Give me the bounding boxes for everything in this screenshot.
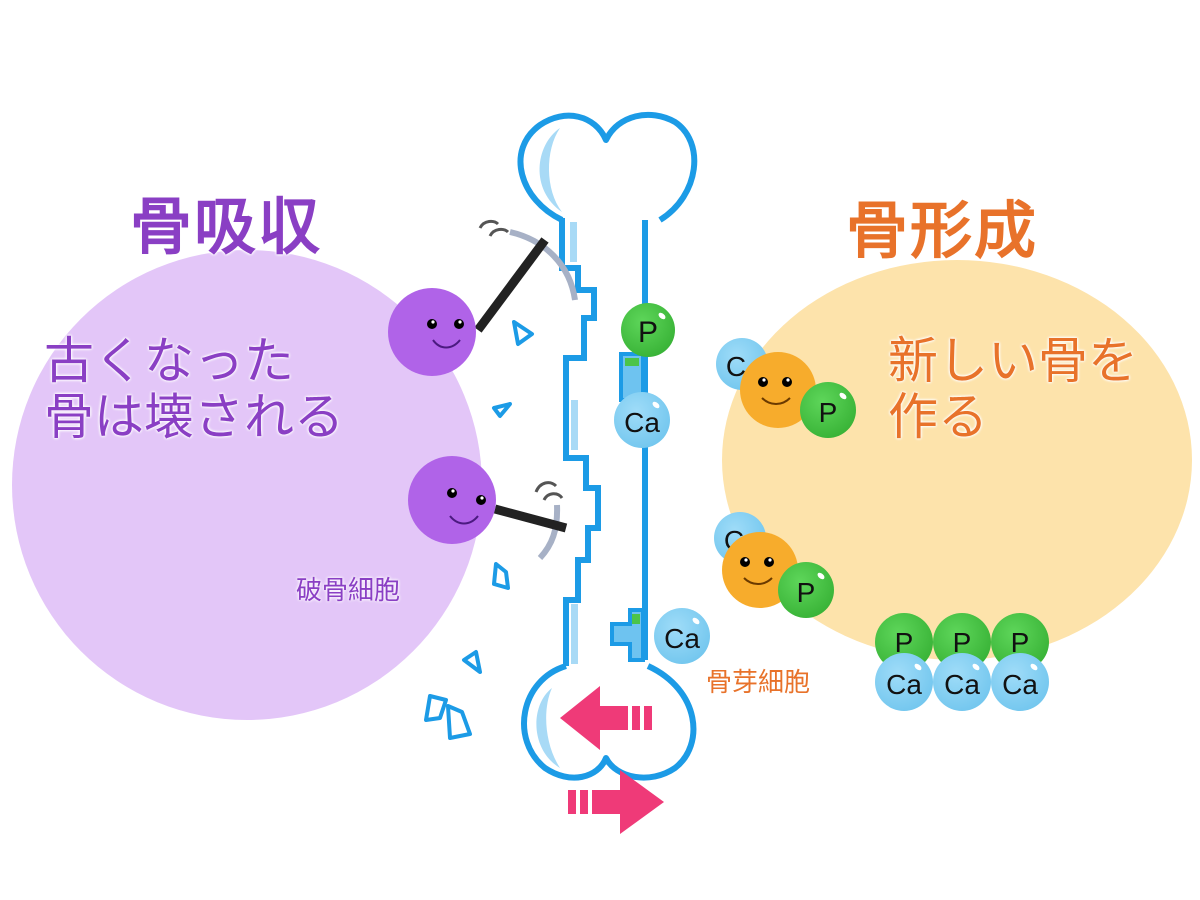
svg-text:Ca: Ca bbox=[886, 669, 922, 700]
svg-text:Ca: Ca bbox=[944, 669, 980, 700]
left-arrow-icon bbox=[560, 686, 652, 750]
osteoclast-cell-2 bbox=[408, 456, 568, 561]
bone-resorption-caption-line2: 骨は壊される bbox=[44, 388, 344, 446]
bone-formation-caption-line2: 作る bbox=[888, 388, 988, 446]
right-arrow-icon bbox=[568, 770, 664, 834]
osteoclast-label: 破骨細胞 bbox=[296, 576, 401, 606]
svg-text:P: P bbox=[638, 316, 658, 349]
bone-formation-caption-line1: 新しい骨を bbox=[888, 332, 1138, 390]
bone-fragments bbox=[424, 320, 534, 740]
osteoblast-label: 骨芽細胞 bbox=[706, 668, 811, 698]
phosphorus-ion: P bbox=[621, 303, 675, 357]
svg-text:P: P bbox=[895, 627, 914, 658]
bone-icon bbox=[517, 111, 698, 781]
svg-text:P: P bbox=[797, 577, 816, 608]
bone-resorption-caption-line1: 古くなった bbox=[44, 332, 294, 390]
svg-text:P: P bbox=[953, 627, 972, 658]
svg-text:Ca: Ca bbox=[1002, 669, 1038, 700]
bone-resorption-title: 骨吸収 bbox=[130, 190, 323, 263]
osteoclast-cell-1 bbox=[388, 219, 578, 376]
svg-text:Ca: Ca bbox=[624, 407, 660, 438]
mineral-lattice: P P P Ca Ca Ca bbox=[875, 613, 1049, 711]
calcium-ion: Ca bbox=[614, 392, 670, 448]
svg-text:P: P bbox=[819, 397, 838, 428]
calcium-ion: Ca bbox=[654, 608, 710, 664]
svg-text:Ca: Ca bbox=[664, 623, 700, 654]
bone-formation-title: 骨形成 bbox=[846, 194, 1039, 267]
osteoblast-cell-2: C P bbox=[714, 512, 834, 618]
osteoblast-cell-1: C P bbox=[716, 338, 856, 438]
svg-text:C: C bbox=[726, 351, 746, 382]
svg-text:P: P bbox=[1011, 627, 1030, 658]
